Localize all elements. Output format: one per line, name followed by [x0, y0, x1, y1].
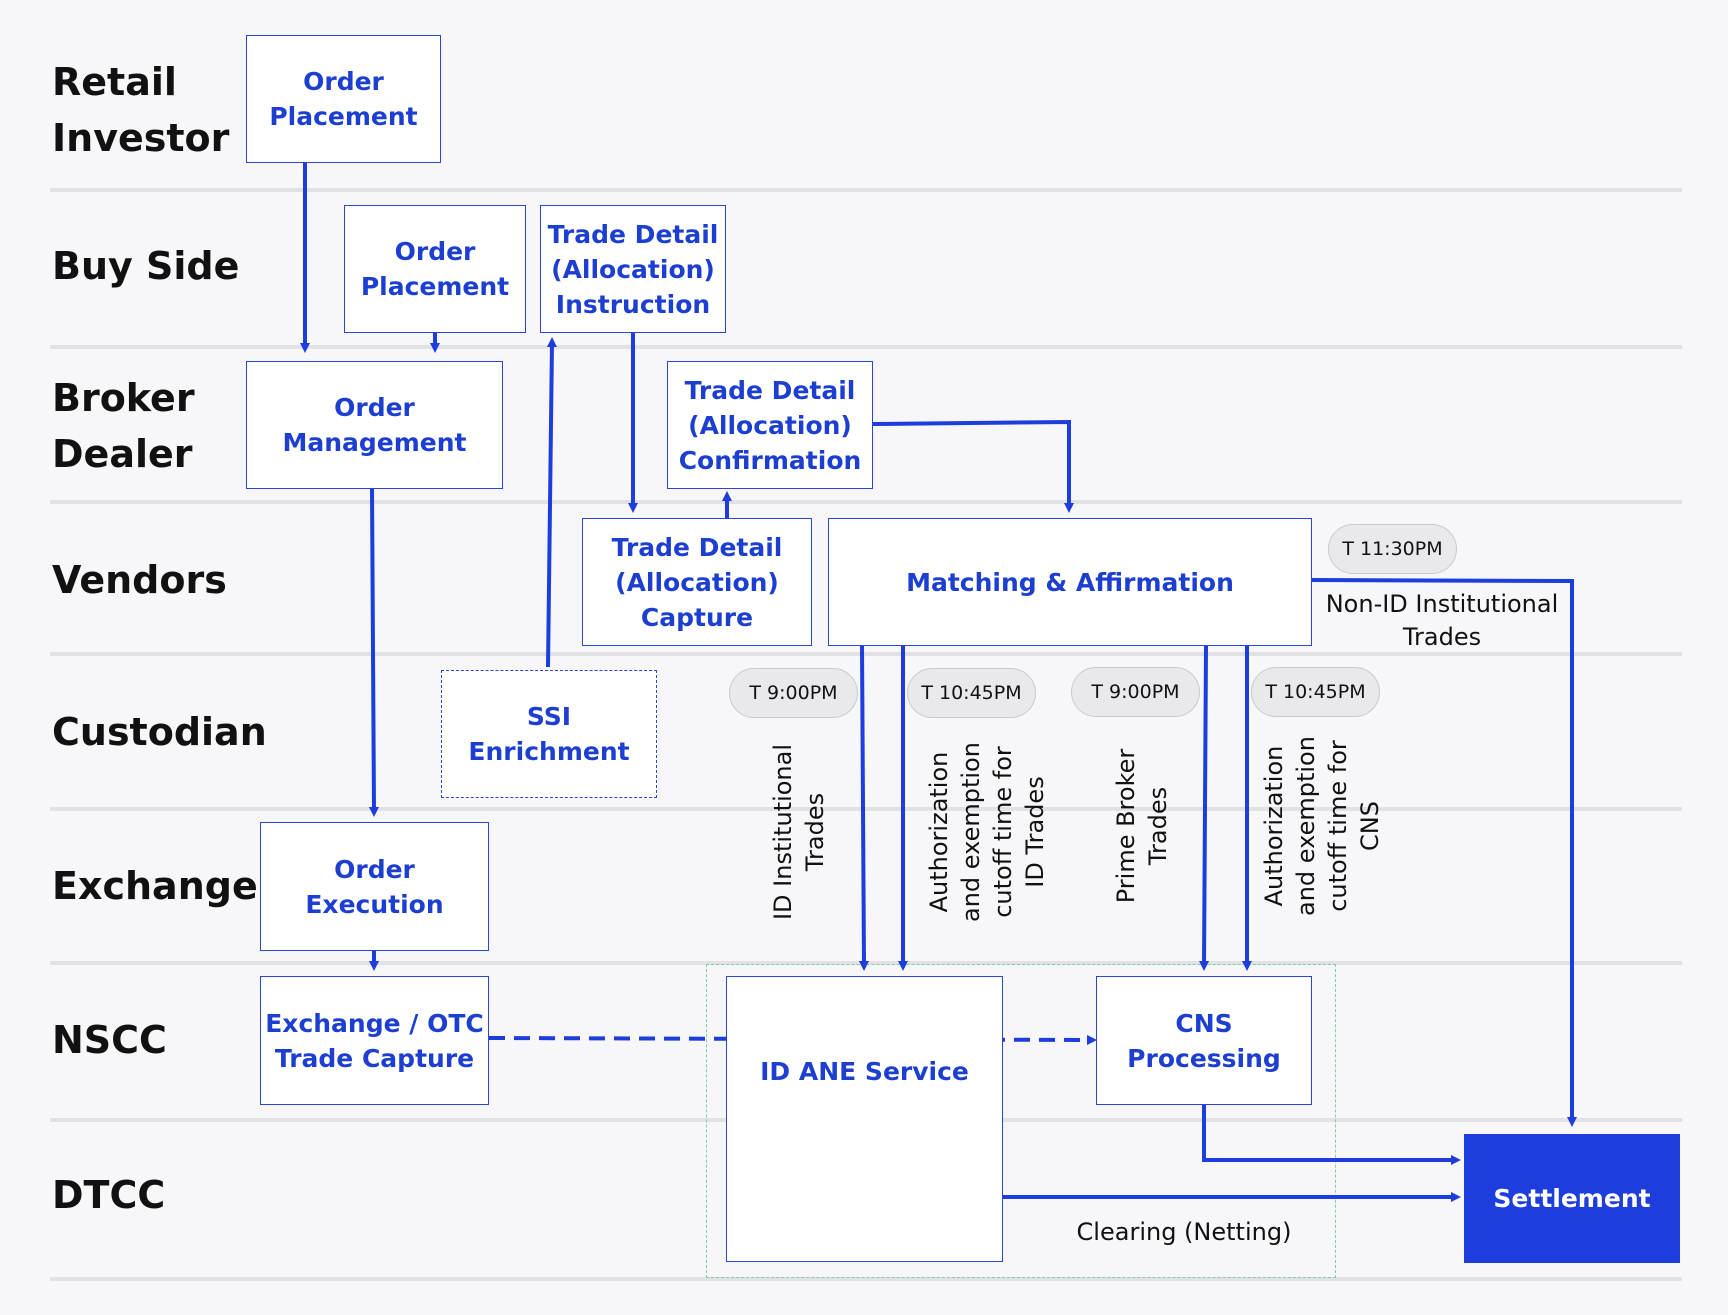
order-execution-box[interactable]: Order Execution [260, 822, 489, 951]
trade-detail-instruction-box[interactable]: Trade Detail (Allocation) Instruction [540, 205, 726, 333]
settlement-box[interactable]: Settlement [1464, 1134, 1680, 1263]
buy-side-order-placement-box[interactable]: Order Placement [344, 205, 526, 333]
cutoff-pill-900pm-id: T 9:00PM [729, 668, 858, 718]
trade-detail-capture-box[interactable]: Trade Detail (Allocation) Capture [582, 518, 812, 646]
auth-cutoff-cns-label: Authorization and exemption cutoff time … [1260, 736, 1384, 916]
lane-label-buy-side: Buy Side [52, 244, 240, 288]
arrow-matching-to-settlement [1310, 578, 1577, 1127]
prime-broker-trades-label: Prime Broker Trades [1112, 748, 1172, 904]
lane-label-retail-investor: Retail Investor [52, 60, 230, 160]
arrow-matching-to-idane-1 [858, 645, 869, 971]
order-management-box[interactable]: Order Management [246, 361, 503, 489]
ssi-enrichment-box[interactable]: SSI Enrichment [441, 670, 657, 798]
lane-label-exchange: Exchange [52, 864, 258, 908]
id-ane-service-box[interactable]: ID ANE Service [726, 976, 1003, 1262]
trade-detail-confirmation-box[interactable]: Trade Detail (Allocation) Confirmation [667, 361, 873, 489]
exchange-otc-trade-capture-box[interactable]: Exchange / OTC Trade Capture [260, 976, 489, 1105]
lane-label-vendors: Vendors [52, 558, 227, 602]
cns-processing-box[interactable]: CNS Processing [1096, 976, 1312, 1105]
non-id-institutional-trades-label: Non-ID Institutional Trades [1325, 590, 1559, 651]
lane-label-nscc: NSCC [52, 1018, 167, 1062]
clearing-netting-label: Clearing (Netting) [1076, 1218, 1292, 1246]
arrow-ssi-to-instruction [546, 337, 557, 668]
retail-order-placement-box[interactable]: Order Placement [246, 35, 441, 163]
arrow-order-management-to-execution [368, 488, 379, 817]
matching-affirmation-box[interactable]: Matching & Affirmation [828, 518, 1312, 646]
cutoff-pill-900pm-prime: T 9:00PM [1071, 667, 1200, 717]
lane-label-dtcc: DTCC [52, 1173, 166, 1217]
lane-label-broker-dealer: Broker Dealer [52, 376, 195, 476]
cutoff-pill-1045pm-id: T 10:45PM [907, 668, 1036, 718]
lane-label-custodian: Custodian [52, 710, 267, 754]
cutoff-pill-1045pm-cns: T 10:45PM [1251, 667, 1380, 717]
id-institutional-trades-label: ID Institutional Trades [769, 743, 829, 921]
cutoff-pill-1130pm: T 11:30PM [1328, 524, 1457, 574]
arrow-matching-to-cns-1 [1199, 645, 1210, 971]
auth-cutoff-id-trades-label: Authorization and exemption cutoff time … [925, 742, 1049, 922]
arrow-cns-to-settlement [1202, 1105, 1461, 1165]
nscc-dtcc-zone [706, 964, 1336, 1278]
arrow-confirmation-to-matching [872, 419, 1074, 513]
